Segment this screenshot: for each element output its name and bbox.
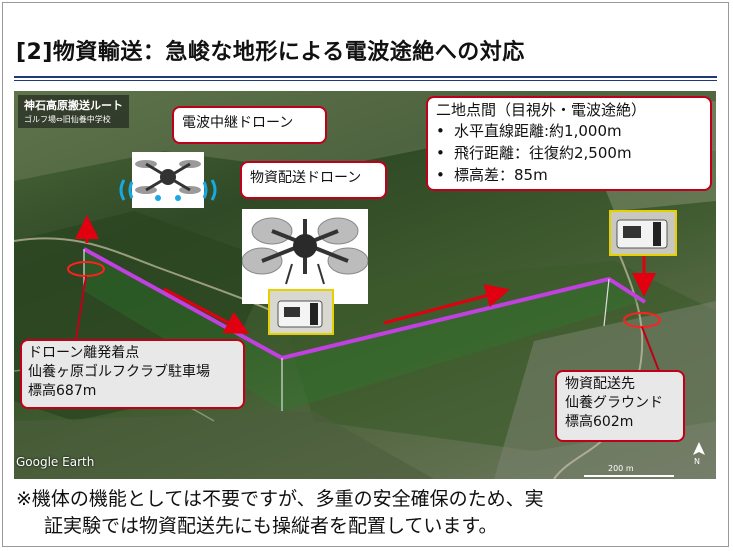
takeoff-point-callout: ドローン離発着点 仙養ヶ原ゴルフクラブ駐車場 標高687m [20, 339, 245, 409]
delivery-drone-label: 物資配送ドローン [250, 170, 362, 186]
map-label-title: 神石高原搬送ルート [24, 99, 123, 112]
route-info-box: 二地点間（目視外・電波途絶） 水平直線距離:約1,000m 飛行距離：往復約2,… [426, 96, 712, 191]
dest-line-2: 仙養グラウンド [565, 395, 663, 411]
route-info-list: 水平直線距離:約1,000m 飛行距離：往復約2,500m 標高差：85m [436, 120, 702, 186]
compass-north-icon: N [693, 442, 705, 465]
route-info-item: 水平直線距離:約1,000m [436, 120, 702, 142]
slide-title: [2]物資輸送：急峻な地形による電波途絶への対応 [16, 40, 525, 65]
map-label-subtitle: ゴルフ場⇔旧仙養中学校 [24, 115, 111, 124]
google-earth-attribution: Google Earth [16, 455, 95, 469]
package-photo [268, 289, 334, 335]
north-marker-text: N [694, 457, 700, 465]
dest-line-1: 物資配送先 [565, 376, 635, 392]
title-underline [14, 76, 717, 78]
route-info-item: 標高差：85m [436, 164, 702, 186]
route-info-item: 飛行距離：往復約2,500m [436, 142, 702, 164]
relay-drone-callout: 電波中継ドローン [172, 106, 327, 144]
scale-bar [584, 475, 674, 477]
route-info-heading: 二地点間（目視外・電波途絶） [436, 101, 647, 119]
takeoff-line-1: ドローン離発着点 [28, 345, 140, 361]
dest-line-3: 標高602m [565, 414, 634, 430]
scale-text: 200 m [608, 464, 634, 473]
map-route-label: 神石高原搬送ルート ゴルフ場⇔旧仙養中学校 [18, 95, 129, 128]
destination-package-photo [609, 210, 677, 256]
relay-drone-icon [119, 152, 217, 208]
takeoff-line-2: 仙養ヶ原ゴルフクラブ駐車場 [28, 364, 210, 380]
title-underline-thin [14, 80, 717, 81]
delivery-drone-callout: 物資配送ドローン [240, 161, 387, 199]
destination-callout: 物資配送先 仙養グラウンド 標高602m [555, 370, 685, 442]
footnote-line-2: 証実験では物資配送先にも操縦者を配置しています。 [44, 515, 498, 537]
takeoff-line-3: 標高687m [28, 383, 97, 399]
relay-drone-label: 電波中継ドローン [182, 115, 294, 131]
delivery-drone-icon [242, 209, 368, 304]
footnote: ※機体の機能としては不要ですが、多重の安全確保のため、実 証実験では物資配送先に… [16, 486, 716, 540]
footnote-line-1: ※機体の機能としては不要ですが、多重の安全確保のため、実 [16, 488, 544, 510]
